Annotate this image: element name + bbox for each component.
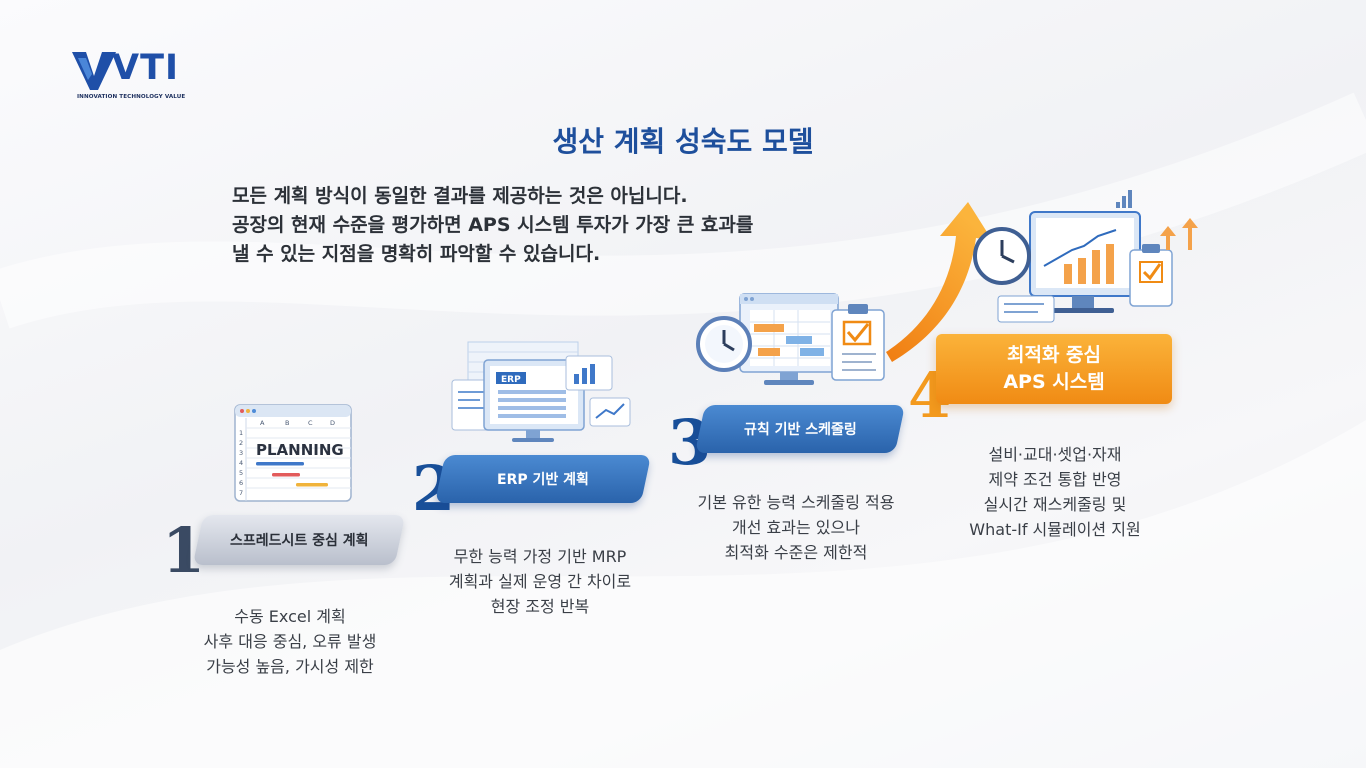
sheet-col-d: D bbox=[330, 419, 335, 427]
erp-label-text: ERP bbox=[501, 375, 521, 385]
erp-monitor-icon: ERP bbox=[451, 341, 631, 442]
stage-4-desc-line: 설비·교대·셋업·자재 bbox=[988, 445, 1122, 464]
stage-4-desc-line: What-If 시뮬레이션 지원 bbox=[969, 520, 1141, 539]
stage-2-desc-line: 현장 조정 반복 bbox=[490, 597, 590, 616]
stage-2-label: ERP 기반 계획 bbox=[497, 472, 589, 488]
stage-3-desc-line: 최적화 수준은 제한적 bbox=[724, 543, 868, 562]
stage-3-tag: 규칙 기반 스케줄링 bbox=[694, 405, 906, 453]
schedule-monitor-icon bbox=[696, 293, 885, 385]
sheet-row-6: 6 bbox=[239, 479, 243, 487]
stage-3-desc-line: 기본 유한 능력 스케줄링 적용 bbox=[697, 493, 895, 512]
stage-2-desc-line: 계획과 실제 운영 간 차이로 bbox=[448, 572, 632, 591]
logo-tagline: INNOVATION TECHNOLOGY VALUE bbox=[77, 94, 186, 100]
sheet-row-7: 7 bbox=[239, 489, 243, 497]
stage-1-label: 스프레드시트 중심 계획 bbox=[229, 533, 369, 549]
intro-line-2: 공장의 현재 수준을 평가하면 APS 시스템 투자가 가장 큰 효과를 bbox=[232, 214, 754, 236]
logo-text: VTI bbox=[112, 48, 179, 88]
sheet-col-c: C bbox=[308, 419, 313, 427]
intro-line-1: 모든 계획 방식이 동일한 결과를 제공하는 것은 아닙니다. bbox=[232, 185, 688, 207]
vti-logo: VTI INNOVATION TECHNOLOGY VALUE bbox=[72, 50, 192, 106]
stage-4-description: 설비·교대·셋업·자재 제약 조건 통합 반영 실시간 재스케줄링 및 What… bbox=[930, 442, 1180, 542]
sheet-row-1: 1 bbox=[239, 429, 243, 437]
intro-text: 모든 계획 방식이 동일한 결과를 제공하는 것은 아닙니다. 공장의 현재 수… bbox=[232, 182, 852, 269]
spreadsheet-icon: A B C D 1 2 3 4 5 6 7 PLANNING bbox=[234, 404, 352, 502]
stage-4-tag: 최적화 중심 APS 시스템 bbox=[936, 334, 1172, 404]
stage-3-description: 기본 유한 능력 스케줄링 적용 개선 효과는 있으나 최적화 수준은 제한적 bbox=[676, 490, 916, 565]
stage-3-label: 규칙 기반 스케줄링 bbox=[743, 422, 857, 438]
sheet-planning-text: PLANNING bbox=[256, 441, 344, 459]
page-title: 생산 계획 성숙도 모델 bbox=[552, 125, 814, 158]
sheet-col-a: A bbox=[260, 419, 265, 427]
sheet-row-3: 3 bbox=[239, 449, 243, 457]
analytics-monitor-icon bbox=[973, 190, 1198, 323]
stage-4-label-line-1: 최적화 중심 bbox=[1006, 344, 1101, 366]
stage-1-tag: 스프레드시트 중심 계획 bbox=[192, 515, 406, 565]
stage-4-desc-line: 실시간 재스케줄링 및 bbox=[983, 495, 1127, 514]
stage-4-label-line-2: APS 시스템 bbox=[1003, 371, 1105, 393]
sheet-row-5: 5 bbox=[239, 469, 243, 477]
growth-arrow-icon bbox=[886, 202, 992, 362]
stage-1-desc-line: 수동 Excel 계획 bbox=[234, 607, 346, 626]
stage-2-description: 무한 능력 가정 기반 MRP 계획과 실제 운영 간 차이로 현장 조정 반복 bbox=[420, 544, 660, 619]
sheet-col-b: B bbox=[285, 419, 289, 427]
stage-1-desc-line: 사후 대응 중심, 오류 발생 bbox=[203, 632, 377, 651]
sheet-row-4: 4 bbox=[239, 459, 243, 467]
stage-3-desc-line: 개선 효과는 있으나 bbox=[732, 518, 860, 537]
stage-1-description: 수동 Excel 계획 사후 대응 중심, 오류 발생 가능성 높음, 가시성 … bbox=[170, 604, 410, 679]
stage-4-desc-line: 제약 조건 통합 반영 bbox=[988, 470, 1122, 489]
stage-2-desc-line: 무한 능력 가정 기반 MRP bbox=[453, 547, 627, 566]
vti-logo-mark-icon bbox=[72, 52, 116, 90]
intro-line-3: 낼 수 있는 지점을 명확히 파악할 수 있습니다. bbox=[232, 243, 601, 265]
stage-2-tag: ERP 기반 계획 bbox=[434, 455, 652, 503]
stage-1-desc-line: 가능성 높음, 가시성 제한 bbox=[206, 657, 374, 676]
sheet-row-2: 2 bbox=[239, 439, 243, 447]
